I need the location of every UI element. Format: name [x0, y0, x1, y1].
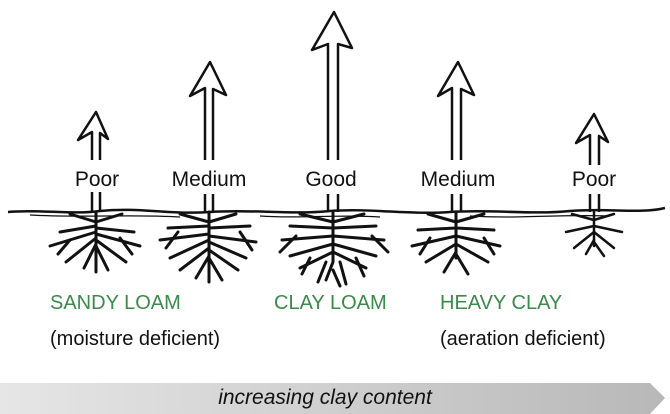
roots-4: [412, 212, 500, 274]
growth-label-5: Poor: [572, 168, 616, 192]
shoot-arrow-3: [312, 12, 352, 160]
roots-1: [50, 212, 140, 272]
growth-label-4: Medium: [421, 168, 496, 192]
growth-label-1: Poor: [75, 168, 119, 192]
soil-label-clay-loam: CLAY LOAM: [274, 292, 387, 315]
roots-2: [160, 212, 256, 282]
growth-label-3: Good: [305, 168, 356, 192]
roots-3: [280, 212, 388, 286]
soil-label-heavy-clay: HEAVY CLAY: [440, 292, 562, 315]
clay-content-label: increasing clay content: [0, 386, 650, 410]
soil-label-sandy-loam: SANDY LOAM: [50, 292, 181, 315]
shoot-arrow-5: [576, 114, 608, 165]
stems: [92, 192, 599, 212]
shoot-arrow-1: [78, 112, 108, 160]
shoot-arrow-4: [438, 62, 474, 160]
soil-note-heavy-clay: (aeration deficient): [440, 328, 606, 351]
roots-5: [566, 212, 622, 256]
soil-note-sandy-loam: (moisture deficient): [50, 328, 220, 351]
shoot-arrow-2: [190, 62, 226, 160]
ground-line: [8, 208, 665, 213]
growth-label-2: Medium: [172, 168, 247, 192]
